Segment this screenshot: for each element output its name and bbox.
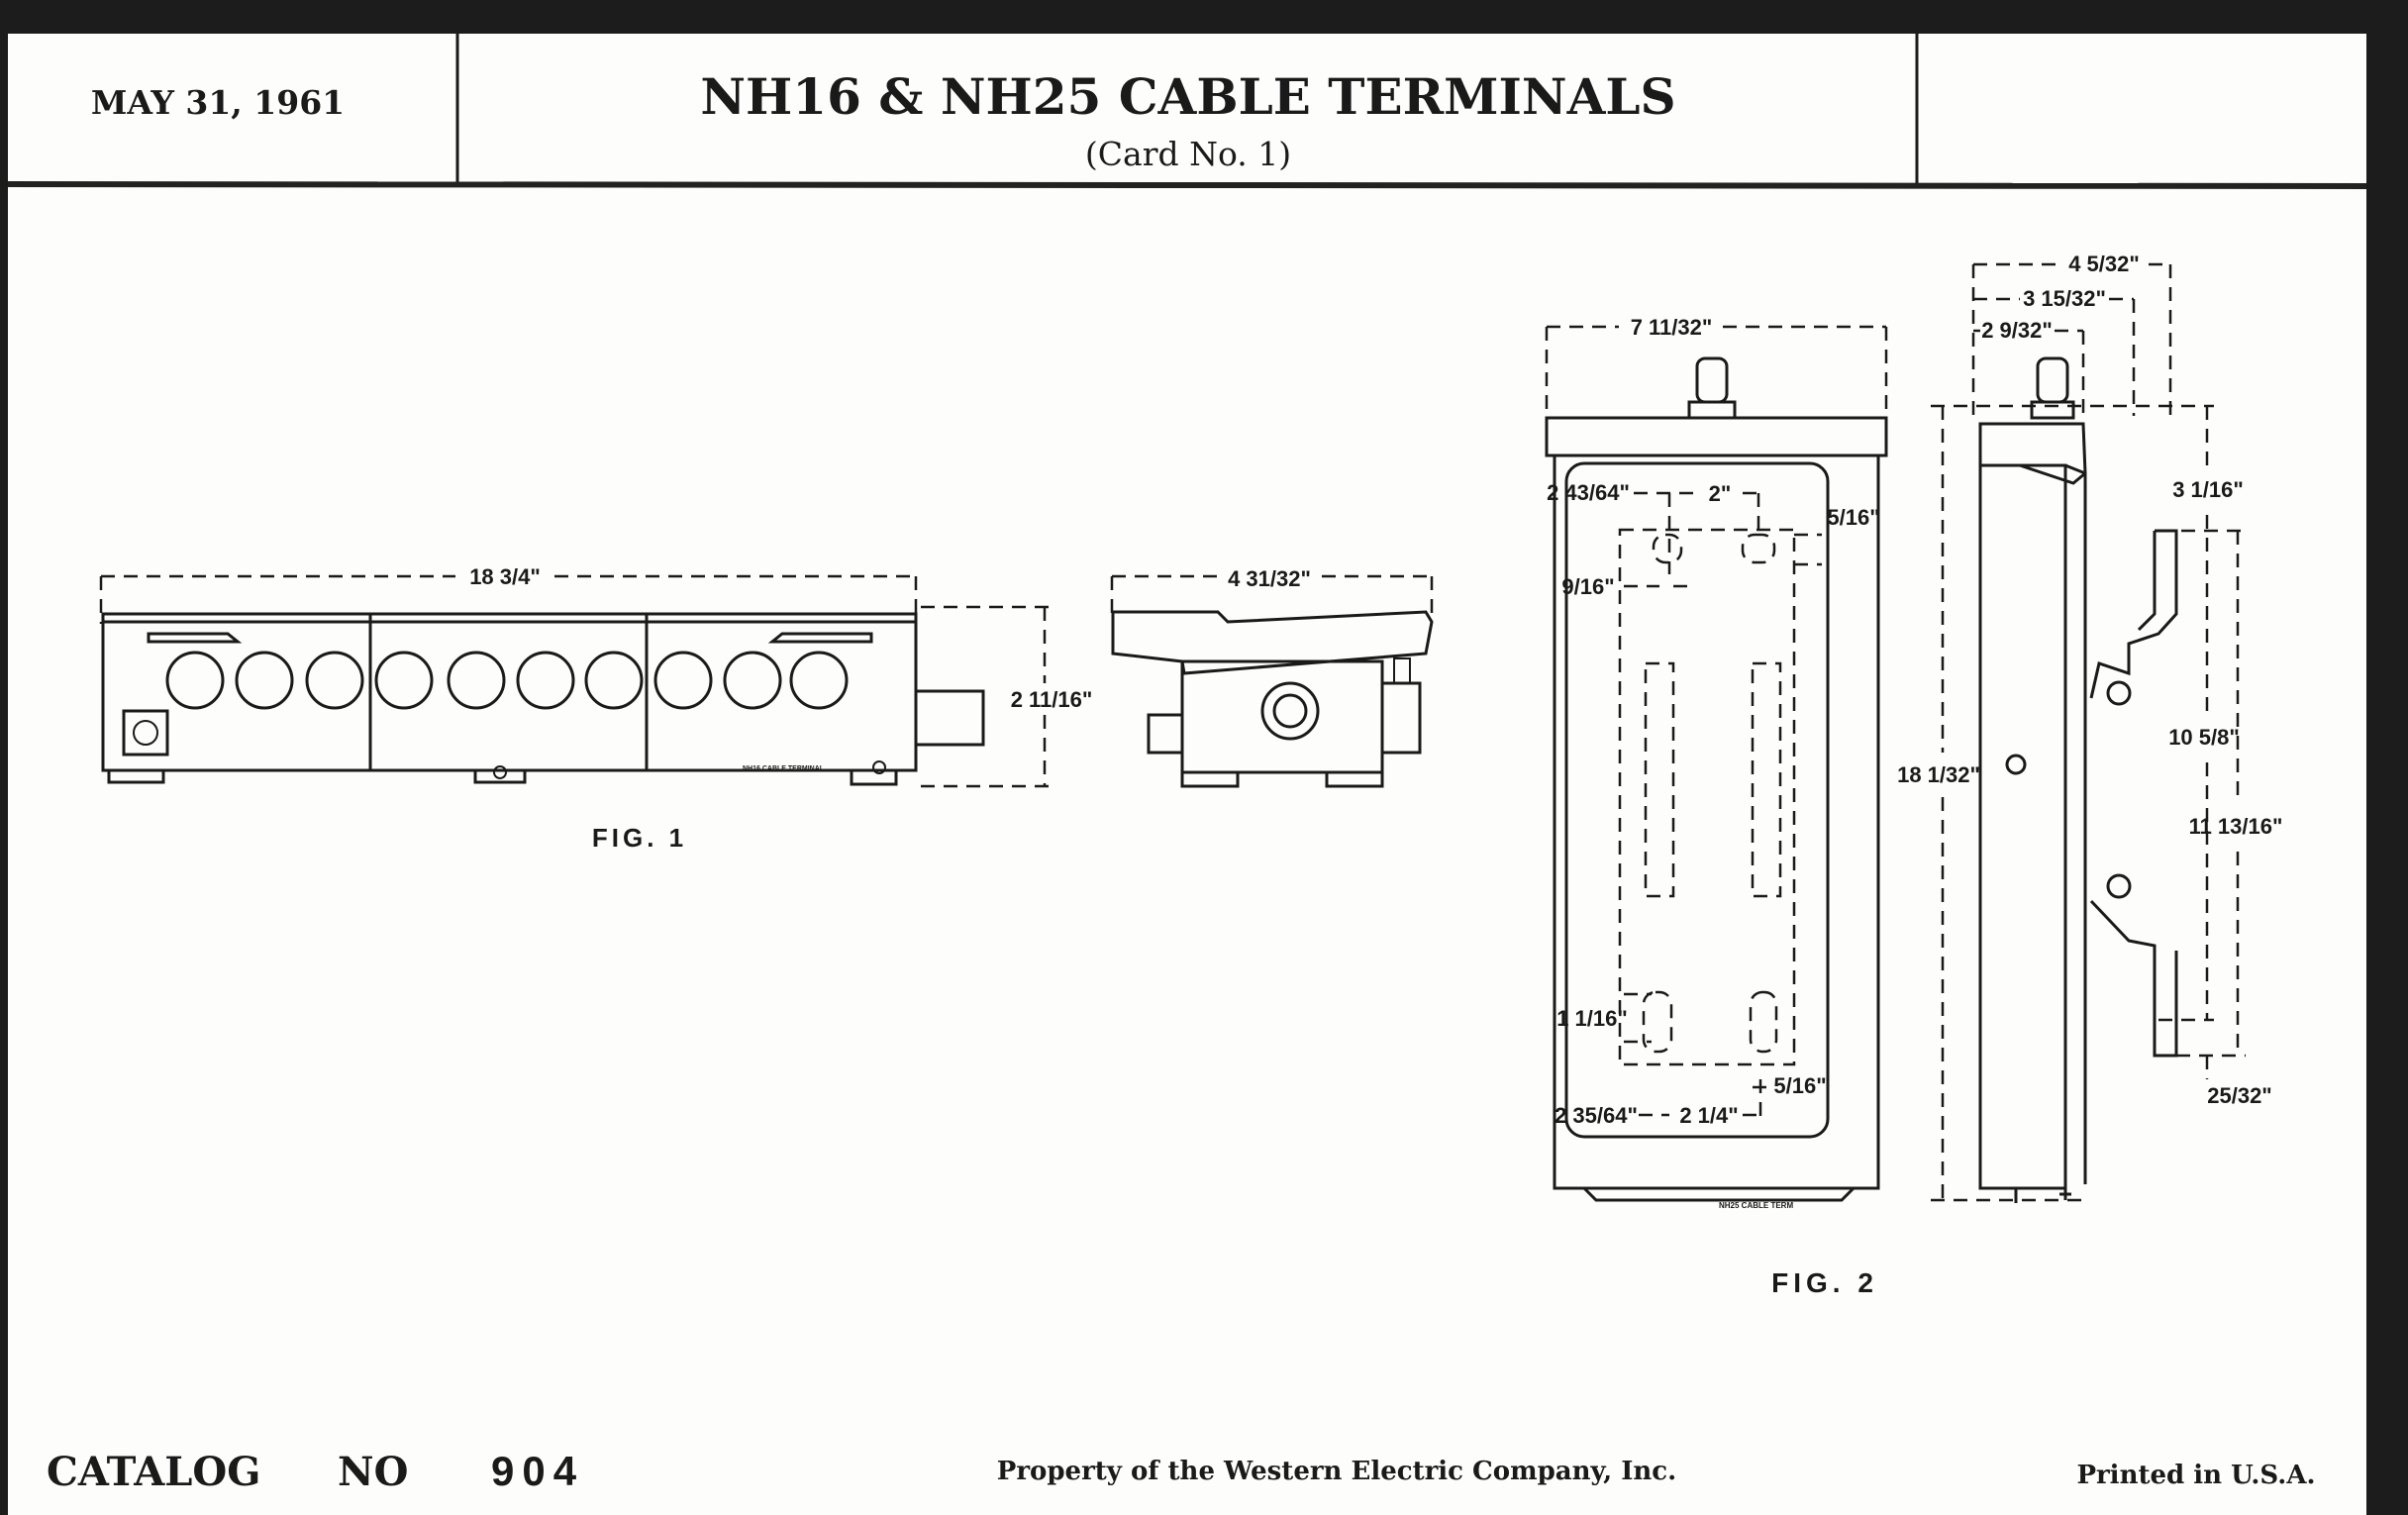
terminal-hole <box>653 651 713 710</box>
dim-fig2-bracket-outer: 11 13/16" <box>2189 814 2283 839</box>
fig2-label: FIG. 2 <box>1771 1267 1878 1298</box>
terminal-hole <box>584 651 644 710</box>
terminal-hole <box>516 651 575 710</box>
fig2-stamp: NH25 CABLE TERM <box>1719 1201 1793 1210</box>
dim-fig2-overall-height: 18 1/32" <box>1897 762 1980 787</box>
fig2-side-view <box>1931 262 2246 1203</box>
terminal-hole <box>374 651 434 710</box>
fig1-stamp: NH16 CABLE TERMINAL <box>743 765 825 772</box>
footer-property: Property of the Western Electric Company… <box>997 1457 1676 1486</box>
dim-fig1-depth: 4 31/32" <box>1228 566 1311 591</box>
terminal-hole <box>723 651 782 710</box>
dim-fig2-depth-stud: 2 9/32" <box>1981 318 2053 343</box>
header-bottom-rule <box>7 181 2367 189</box>
card-subtitle: (Card No. 1) <box>1085 135 1291 173</box>
fig2-front-view: NH25 CABLE TERM <box>1545 325 1888 1210</box>
fig1-side-view <box>1110 574 1434 788</box>
dim-fig2-bracket-top: 3 1/16" <box>2172 477 2244 502</box>
dim-fig2-slot-top: 5/16" <box>1827 505 1879 530</box>
terminal-hole <box>235 651 294 710</box>
catalog-card <box>8 34 2366 1515</box>
dim-fig2-slot-bottom: 1 1/16" <box>1556 1006 1628 1031</box>
dim-fig2-depth-mid: 3 15/32" <box>2023 286 2106 311</box>
terminal-hole <box>305 651 364 710</box>
dim-fig2-left-top: 2 43/64" <box>1547 480 1630 505</box>
dim-fig2-bracket-bottom: 25/32" <box>2207 1083 2271 1108</box>
footer-catalog: CATALOG <box>47 1449 260 1495</box>
dim-fig2-width: 7 11/32" <box>1631 315 1713 340</box>
terminal-hole <box>165 651 225 710</box>
terminal-hole <box>789 651 849 710</box>
dim-fig2-slot-bottom-width: 5/16" <box>1773 1073 1826 1098</box>
dim-fig2-slot-width: 9/16" <box>1561 574 1614 599</box>
card-title: NH16 & NH25 CABLE TERMINALS <box>700 67 1675 126</box>
fig1-label: FIG. 1 <box>592 823 687 853</box>
dim-fig2-bracket-inner: 10 5/8" <box>2168 725 2240 750</box>
footer-printed: Printed in U.S.A. <box>2076 1461 2315 1490</box>
dim-fig1-length: 18 3/4" <box>469 564 541 589</box>
dim-fig2-depth-total: 4 5/32" <box>2068 252 2140 276</box>
fig1-front-view: NH16 CABLE TERMINAL <box>99 574 1050 788</box>
terminal-hole <box>447 651 506 710</box>
footer-catalog-number: 904 <box>491 1448 584 1494</box>
dim-fig2-hole-spacing-top: 2" <box>1709 481 1732 506</box>
dim-fig2-hole-spacing-bottom: 2 1/4" <box>1679 1103 1738 1128</box>
footer-number-label: NO <box>338 1449 408 1495</box>
dim-fig1-height: 2 11/16" <box>1011 687 1093 712</box>
dim-fig2-left-bottom: 2 35/64" <box>1555 1103 1638 1128</box>
card-date: MAY 31, 1961 <box>91 83 345 122</box>
